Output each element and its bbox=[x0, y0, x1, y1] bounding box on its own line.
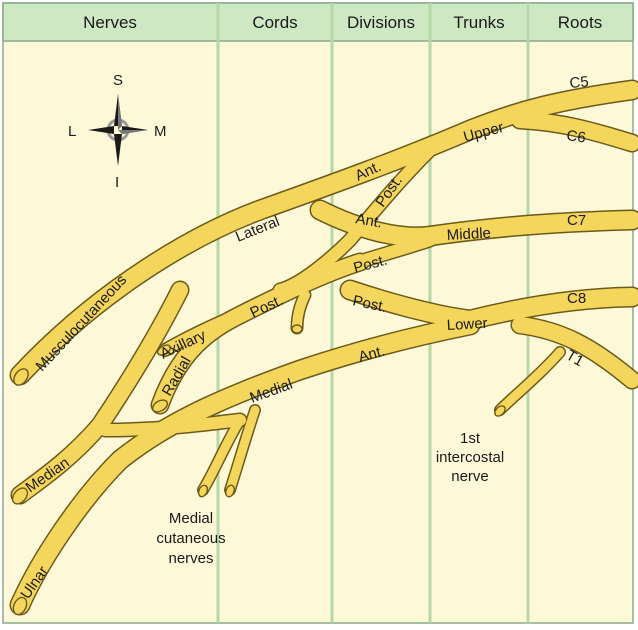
cut-end-medial-cutaneous-2 bbox=[225, 484, 235, 498]
root-c8-label: C8 bbox=[567, 290, 586, 307]
intercostal-line-3: nerve bbox=[451, 468, 489, 485]
division-middle-ant-label: Ant. bbox=[354, 210, 383, 231]
intercostal-annotation: 1st intercostal nerve bbox=[436, 430, 504, 485]
header-divisions: Divisions bbox=[347, 13, 415, 32]
root-c7-label: C7 bbox=[567, 212, 586, 229]
header-trunks: Trunks bbox=[453, 13, 504, 32]
nerve-cut-ends bbox=[11, 324, 506, 616]
header-cords: Cords bbox=[252, 13, 297, 32]
compass-medial: M bbox=[154, 123, 167, 140]
cut-end-stub bbox=[291, 324, 303, 334]
intercostal-line-2: intercostal bbox=[436, 449, 504, 466]
trunk-middle-label: Middle bbox=[446, 225, 491, 244]
division-lower-ant-label: Ant. bbox=[357, 343, 387, 366]
nerve-fills bbox=[11, 81, 638, 614]
root-c5-label: C5 bbox=[569, 73, 590, 92]
cut-end-musculocutaneous bbox=[13, 368, 29, 386]
cut-end-median bbox=[11, 487, 29, 505]
intercostal-line-1: 1st bbox=[460, 430, 481, 447]
medial-cutaneous-line-3: nerves bbox=[168, 550, 213, 567]
compass-superior: S bbox=[113, 72, 123, 89]
medial-cutaneous-line-1: Medial bbox=[169, 510, 213, 527]
trunk-lower-label: Lower bbox=[446, 315, 488, 334]
compass-inferior: I bbox=[115, 174, 119, 191]
cut-end-intercostal bbox=[494, 405, 506, 417]
compass-lateral: L bbox=[68, 123, 76, 140]
division-lower-post-label: Post. bbox=[351, 292, 388, 316]
cut-end-ulnar bbox=[12, 596, 28, 616]
medial-cutaneous-line-2: cutaneous bbox=[156, 530, 225, 547]
root-t1-label: T1 bbox=[563, 347, 587, 370]
compass-rose: S I L M bbox=[68, 72, 167, 191]
cut-end-radial bbox=[151, 399, 169, 413]
header-roots: Roots bbox=[558, 13, 602, 32]
header-nerves: Nerves bbox=[83, 13, 137, 32]
cut-end-medial-cutaneous-1 bbox=[197, 484, 209, 498]
root-c6-label: C6 bbox=[565, 127, 586, 147]
cut-end-axillary bbox=[156, 344, 172, 356]
medial-cutaneous-annotation: Medial cutaneous nerves bbox=[156, 510, 225, 567]
